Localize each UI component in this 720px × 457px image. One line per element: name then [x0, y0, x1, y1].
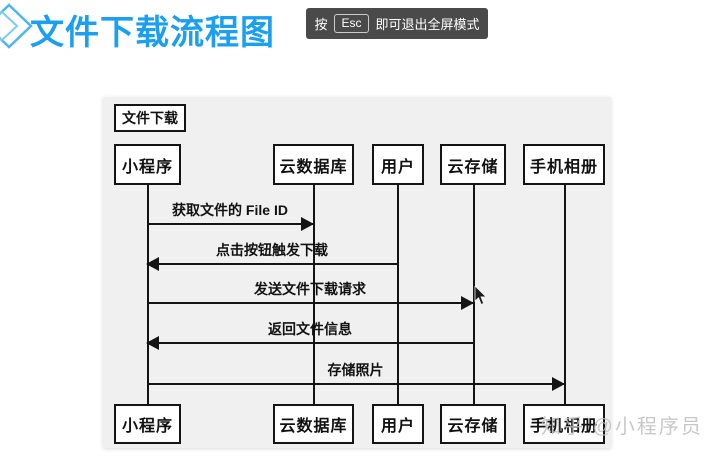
lifeline-user: [397, 185, 399, 404]
esc-key: Esc: [334, 14, 369, 33]
participant-top-miniprogram: 小程序: [114, 144, 181, 185]
message-label: 发送文件下载请求: [254, 281, 366, 297]
message-label: 存储照片: [327, 362, 384, 378]
message-send-download-request: 发送文件下载请求: [147, 281, 474, 310]
diagram-title-box: 文件下载: [114, 104, 186, 132]
lifeline-cloudstorage: [473, 185, 475, 404]
participant-top-cloudstorage: 云存储: [440, 144, 506, 185]
participant-bottom-miniprogram: 小程序: [114, 404, 181, 444]
sequence-diagram-panel: 文件下载 小程序 云数据库 用户 云存储 手机相册 获取文件的 File ID …: [103, 97, 611, 448]
participant-bottom-user: 用户: [372, 404, 424, 444]
arrowhead-right-icon: [552, 377, 565, 391]
arrowhead-right-icon: [461, 296, 474, 310]
participant-bottom-cloudstorage: 云存储: [440, 404, 506, 444]
diamond-logo-icon: [0, 3, 33, 49]
tooltip-suffix: 即可退出全屏模式: [375, 17, 480, 32]
message-click-download: 点击按钮触发下载: [146, 242, 397, 271]
participant-bottom-clouddb: 云数据库: [273, 404, 354, 444]
fullscreen-exit-tooltip: 按 Esc 即可退出全屏模式: [306, 8, 488, 39]
message-store-photo: 存储照片: [147, 362, 565, 391]
participant-top-phonealbum: 手机相册: [523, 144, 605, 185]
lifeline-miniprogram: [147, 185, 149, 404]
arrowhead-left-icon: [146, 257, 159, 271]
message-return-file-info: 返回文件信息: [146, 321, 473, 350]
page-title: 文件下载流程图: [30, 14, 275, 52]
message-label: 获取文件的 File ID: [172, 202, 288, 218]
arrowhead-left-icon: [146, 336, 159, 350]
lifeline-phonealbum: [564, 185, 566, 404]
participant-top-user: 用户: [372, 144, 424, 185]
watermark: 知乎 @小程序员: [541, 416, 703, 438]
arrowhead-right-icon: [301, 217, 314, 231]
tooltip-prefix: 按: [314, 17, 328, 32]
message-label: 返回文件信息: [268, 321, 352, 337]
participant-top-clouddb: 云数据库: [273, 144, 354, 185]
message-label: 点击按钮触发下载: [216, 242, 328, 258]
mouse-pointer-icon: [474, 286, 487, 306]
participant-bottom-phonealbum: 手机相册: [523, 404, 605, 444]
message-get-file-id: 获取文件的 File ID: [147, 202, 314, 231]
lifeline-clouddb: [313, 185, 315, 404]
